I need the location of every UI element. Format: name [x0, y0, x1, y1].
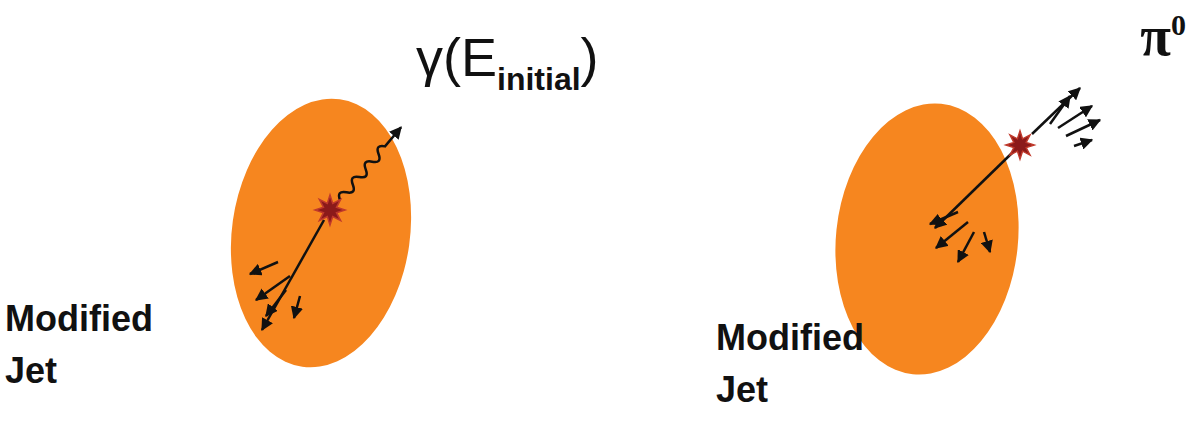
jet-label: Modified Jet: [716, 312, 864, 416]
script-text: initial: [497, 61, 581, 98]
jet-label: Modified Jet: [5, 293, 153, 397]
recoil-jet-arrow: [262, 220, 324, 330]
photon-wave: [337, 124, 405, 203]
symbol-label: (E: [443, 26, 497, 88]
fragment-arrow: [984, 232, 990, 252]
pion-label: π0: [1140, 4, 1186, 68]
star-shape: [315, 195, 345, 225]
star-shape: [1006, 131, 1035, 160]
photon-label: γ(Einitial): [416, 26, 599, 88]
symbol-label: π: [1140, 4, 1171, 68]
right-jet-illustration: [930, 88, 1100, 262]
symbol-label: ): [581, 26, 599, 88]
fragment-arrow: [250, 262, 278, 274]
script-text: 0: [1171, 8, 1186, 42]
text-holder: Modified Jet: [5, 293, 153, 397]
fragment-arrow: [256, 276, 290, 300]
collision-star: [1006, 131, 1035, 160]
text-holder: Modified Jet: [716, 312, 864, 416]
jet-ellipse-fill: [214, 87, 428, 379]
pion-arrow: [1050, 96, 1070, 124]
pion-arrow: [1074, 140, 1092, 146]
fragment-arrow: [266, 290, 286, 316]
fragment-arrow: [930, 212, 958, 224]
pion-arrow: [1058, 106, 1092, 128]
photon-line: [337, 124, 405, 203]
left-jet-illustration: [250, 124, 405, 330]
jet-ellipse: [228, 95, 414, 371]
fragment-arrow: [294, 296, 300, 318]
symbol-label: γ: [416, 26, 443, 88]
fragment-arrow: [936, 222, 968, 248]
jet-region: Modified Jet: [832, 100, 1022, 378]
fragment-arrow: [958, 232, 974, 262]
pion-arrow: [1066, 120, 1100, 136]
jet-region: Modified Jet: [228, 95, 414, 371]
collision-star: [315, 195, 345, 225]
pion-arrow: [1032, 88, 1080, 134]
